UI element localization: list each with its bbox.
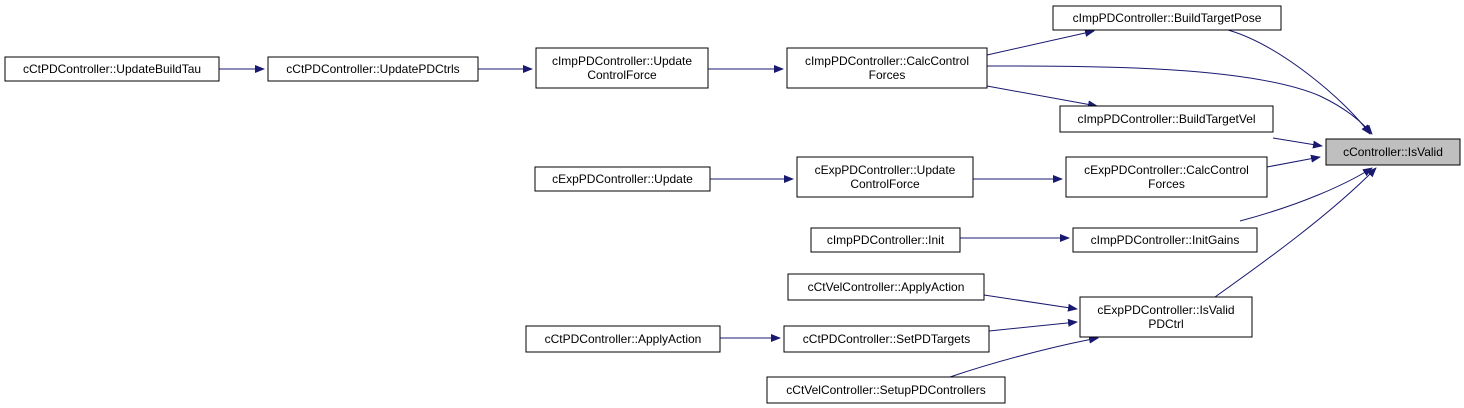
node-label: cExpPDController::Update xyxy=(815,163,956,177)
node-is-valid[interactable]: cController::IsValid xyxy=(1325,138,1461,166)
node-label: Forces xyxy=(869,68,906,82)
node-box xyxy=(1052,5,1282,31)
node-vel-apply-action[interactable]: cCtVelController::ApplyAction xyxy=(787,273,985,301)
edge-exp-calc-control-forces xyxy=(1266,154,1321,168)
node-init-gains[interactable]: cImpPDController::InitGains xyxy=(1072,227,1258,253)
node-label: cCtPDController::UpdatePDCtrls xyxy=(286,62,459,76)
node-label: cImpPDController::BuildTargetPose xyxy=(1073,11,1262,25)
node-box xyxy=(1065,156,1268,198)
node-box xyxy=(1079,296,1253,338)
node-box xyxy=(810,227,961,253)
node-label: cCtPDController::UpdateBuildTau xyxy=(23,62,201,76)
node-box xyxy=(535,47,709,89)
node-box xyxy=(267,56,479,82)
node-label: cImpPDController::BuildTargetVel xyxy=(1077,112,1255,126)
node-label: cImpPDController::Update xyxy=(552,54,692,68)
node-box xyxy=(525,325,721,353)
node-label: cExpPDController::CalcControl xyxy=(1084,163,1249,177)
node-box xyxy=(4,56,220,82)
edge-imp-calc-control-forces-build-target-vel xyxy=(986,85,1098,109)
edge-is-valid-pd-ctrl xyxy=(1214,167,1377,298)
node-build-target-pose[interactable]: cImpPDController::BuildTargetPose xyxy=(1052,5,1282,31)
node-exp-update[interactable]: cExpPDController::Update xyxy=(534,166,711,192)
edge-imp-calc-control-forces xyxy=(986,65,1373,135)
edge-setup-pd-is-valid-pd xyxy=(949,335,1099,378)
node-box xyxy=(787,273,985,301)
edge-vel-apply-action-is-valid-pd xyxy=(983,294,1078,312)
edge-set-pd-targets-is-valid-pd xyxy=(988,318,1078,332)
nodes: cController::IsValid cImpPDController::Bu… xyxy=(4,5,1461,404)
node-label: ControlForce xyxy=(587,68,657,82)
node-box xyxy=(786,47,988,89)
node-imp-init[interactable]: cImpPDController::Init xyxy=(810,227,961,253)
node-label: cImpPDController::InitGains xyxy=(1091,233,1240,247)
node-label: cExpPDController::Update xyxy=(552,172,693,186)
node-box xyxy=(1072,227,1258,253)
node-label: cImpPDController::CalcControl xyxy=(805,54,969,68)
node-label: PDCtrl xyxy=(1148,317,1183,331)
node-label: ControlForce xyxy=(850,177,920,191)
edge-init-gains xyxy=(1239,167,1373,222)
node-setup-pd-controllers[interactable]: cCtVelController::SetupPDControllers xyxy=(766,376,1006,404)
node-label: cCtPDController::SetPDTargets xyxy=(803,332,970,346)
node-build-target-vel[interactable]: cImpPDController::BuildTargetVel xyxy=(1059,105,1274,133)
node-box xyxy=(796,156,974,198)
node-box xyxy=(534,166,711,192)
node-update-build-tau[interactable]: cCtPDController::UpdateBuildTau xyxy=(4,56,220,82)
edges xyxy=(219,29,1377,378)
node-label: cImpPDController::Init xyxy=(827,233,945,247)
node-label: cCtVelController::SetupPDControllers xyxy=(786,383,985,397)
node-label: cController::IsValid xyxy=(1343,145,1443,159)
edge-imp-calc-control-forces-build-target-pose xyxy=(986,29,1095,56)
node-box xyxy=(1059,105,1274,133)
node-box xyxy=(1325,138,1461,166)
node-box xyxy=(783,325,990,353)
node-box xyxy=(766,376,1006,404)
node-label: cCtPDController::ApplyAction xyxy=(545,332,702,346)
node-pd-apply-action[interactable]: cCtPDController::ApplyAction xyxy=(525,325,721,353)
node-label: Forces xyxy=(1148,177,1185,191)
node-set-pd-targets[interactable]: cCtPDController::SetPDTargets xyxy=(783,325,990,353)
edge-build-target-vel xyxy=(1272,137,1323,149)
node-label: cExpPDController::IsValid xyxy=(1097,303,1234,317)
node-label: cCtVelController::ApplyAction xyxy=(808,280,965,294)
node-update-pd-ctrls[interactable]: cCtPDController::UpdatePDCtrls xyxy=(267,56,479,82)
